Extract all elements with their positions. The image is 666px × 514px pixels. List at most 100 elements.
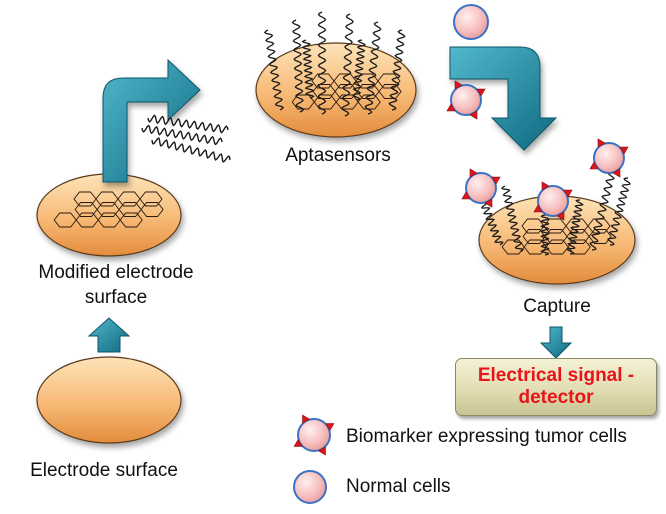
curved-arrow-down-icon	[449, 46, 558, 151]
electrical-signal-detector-box: Electrical signal - detector	[455, 358, 657, 416]
aptamer-strand	[388, 29, 406, 111]
biomarker-marker	[302, 414, 311, 424]
hexagon-cell	[333, 73, 357, 89]
aptamer-strand	[341, 13, 354, 117]
aptamer-strand	[317, 11, 327, 115]
normal-cell-legend-icon	[293, 470, 327, 504]
free-aptamer-strands	[141, 114, 231, 163]
biomarker-marker	[589, 161, 599, 170]
hexagon-cell	[313, 94, 337, 110]
hexagon-cell	[377, 73, 401, 89]
hexagon-cell	[521, 218, 545, 234]
hexagon-cell	[357, 94, 381, 110]
legend-normal-label: Normal cells	[346, 476, 451, 497]
tumor-cell	[297, 418, 331, 452]
biomarker-marker	[533, 204, 543, 213]
aptasensors-label: Aptasensors	[285, 145, 391, 166]
aptamer-strand	[364, 21, 382, 115]
aptamer-strand	[147, 114, 229, 134]
graphene-hexagon-grid	[501, 218, 612, 255]
biomarker-marker	[293, 438, 303, 447]
biomarker-marker	[619, 146, 629, 155]
hexagon-cell	[523, 239, 547, 255]
hexagon-cell	[312, 84, 336, 99]
biomarker-marker	[317, 446, 326, 456]
hexagon-cell	[117, 191, 141, 207]
hexagon-cell	[96, 202, 120, 217]
electrode-disc-modified	[36, 173, 182, 257]
hexagon-cell	[53, 212, 77, 228]
hexagon-cell	[97, 212, 121, 228]
hexagon-cell	[75, 212, 99, 228]
biomarker-marker	[469, 168, 478, 178]
aptamer-strand	[566, 199, 584, 255]
legend-tumor-label: Biomarker expressing tumor cells	[346, 426, 627, 447]
biomarker-marker	[612, 168, 621, 178]
aptamer-strand	[141, 124, 223, 146]
electrode-disc-bare	[36, 356, 182, 444]
biomarker-marker	[491, 176, 501, 185]
biomarker-marker	[461, 191, 471, 200]
biomarker-marker	[446, 103, 456, 112]
aptamer-strands	[263, 11, 406, 117]
biomarker-marker	[541, 181, 550, 191]
biomarker-marker	[597, 138, 606, 148]
biomarker-marker	[556, 211, 565, 221]
tumor-cell-legend-icon	[293, 414, 335, 456]
normal-cell-incoming	[453, 4, 489, 40]
tumor-cell	[537, 185, 569, 217]
hexagon-cell	[311, 73, 335, 89]
hexagon-cell	[140, 202, 164, 217]
hexagon-cell	[119, 212, 143, 228]
tumor-cell	[593, 142, 625, 174]
tumor-cell-incoming	[446, 80, 486, 120]
captured-tumor-cells	[461, 138, 629, 221]
tumor-cell	[465, 172, 497, 204]
detector-label: Electrical signal - detector	[477, 365, 635, 408]
hexagon-cell	[73, 191, 97, 207]
hexagon-cell	[587, 218, 611, 234]
aptamer-strand	[589, 171, 615, 251]
up-arrow-icon	[87, 317, 131, 353]
aptasensor-disc	[255, 11, 417, 138]
graphene-hexagon-grid	[53, 191, 164, 228]
hexagon-cell	[74, 202, 98, 217]
biomarker-marker	[325, 423, 335, 432]
hexagon-cell	[565, 218, 589, 234]
capture-disc	[461, 138, 636, 285]
biomarker-marker	[484, 198, 493, 208]
electrode-surface-label: Electrode surface	[30, 460, 178, 481]
hexagon-cell	[139, 191, 163, 207]
aptamer-strand	[301, 39, 315, 99]
biomarker-marker	[476, 88, 486, 97]
modified-electrode-label-line1: Modified electrode	[38, 262, 194, 283]
aptamer-strand	[151, 137, 231, 163]
aptamer-strand	[263, 29, 285, 111]
tumor-cell	[450, 84, 482, 116]
hexagon-cell	[566, 229, 590, 244]
hexagon-cell	[118, 202, 142, 217]
hexagon-cell	[334, 84, 358, 99]
aptamer-strands	[474, 171, 631, 256]
modified-electrode-label-line2: surface	[84, 287, 148, 308]
hexagon-cell	[544, 229, 568, 244]
hexagon-cell	[567, 239, 591, 255]
biomarker-marker	[563, 189, 573, 198]
aptamer-strand	[351, 39, 367, 101]
biomarker-marker	[454, 80, 463, 90]
hexagon-cell	[501, 239, 525, 255]
biomarker-marker	[469, 110, 478, 120]
hexagon-cell	[545, 239, 569, 255]
hexagon-cell	[543, 218, 567, 234]
hexagon-cell	[355, 73, 379, 89]
aptamer-strand	[291, 19, 305, 113]
hexagon-cell	[588, 229, 612, 244]
aptamer-strand	[607, 177, 631, 246]
hexagon-cell	[522, 229, 546, 244]
aptamer-strand	[501, 185, 524, 253]
hexagon-cell	[95, 191, 119, 207]
capture-label: Capture	[523, 296, 591, 317]
down-arrow-icon	[539, 326, 573, 359]
curved-arrow-icon	[102, 58, 201, 183]
